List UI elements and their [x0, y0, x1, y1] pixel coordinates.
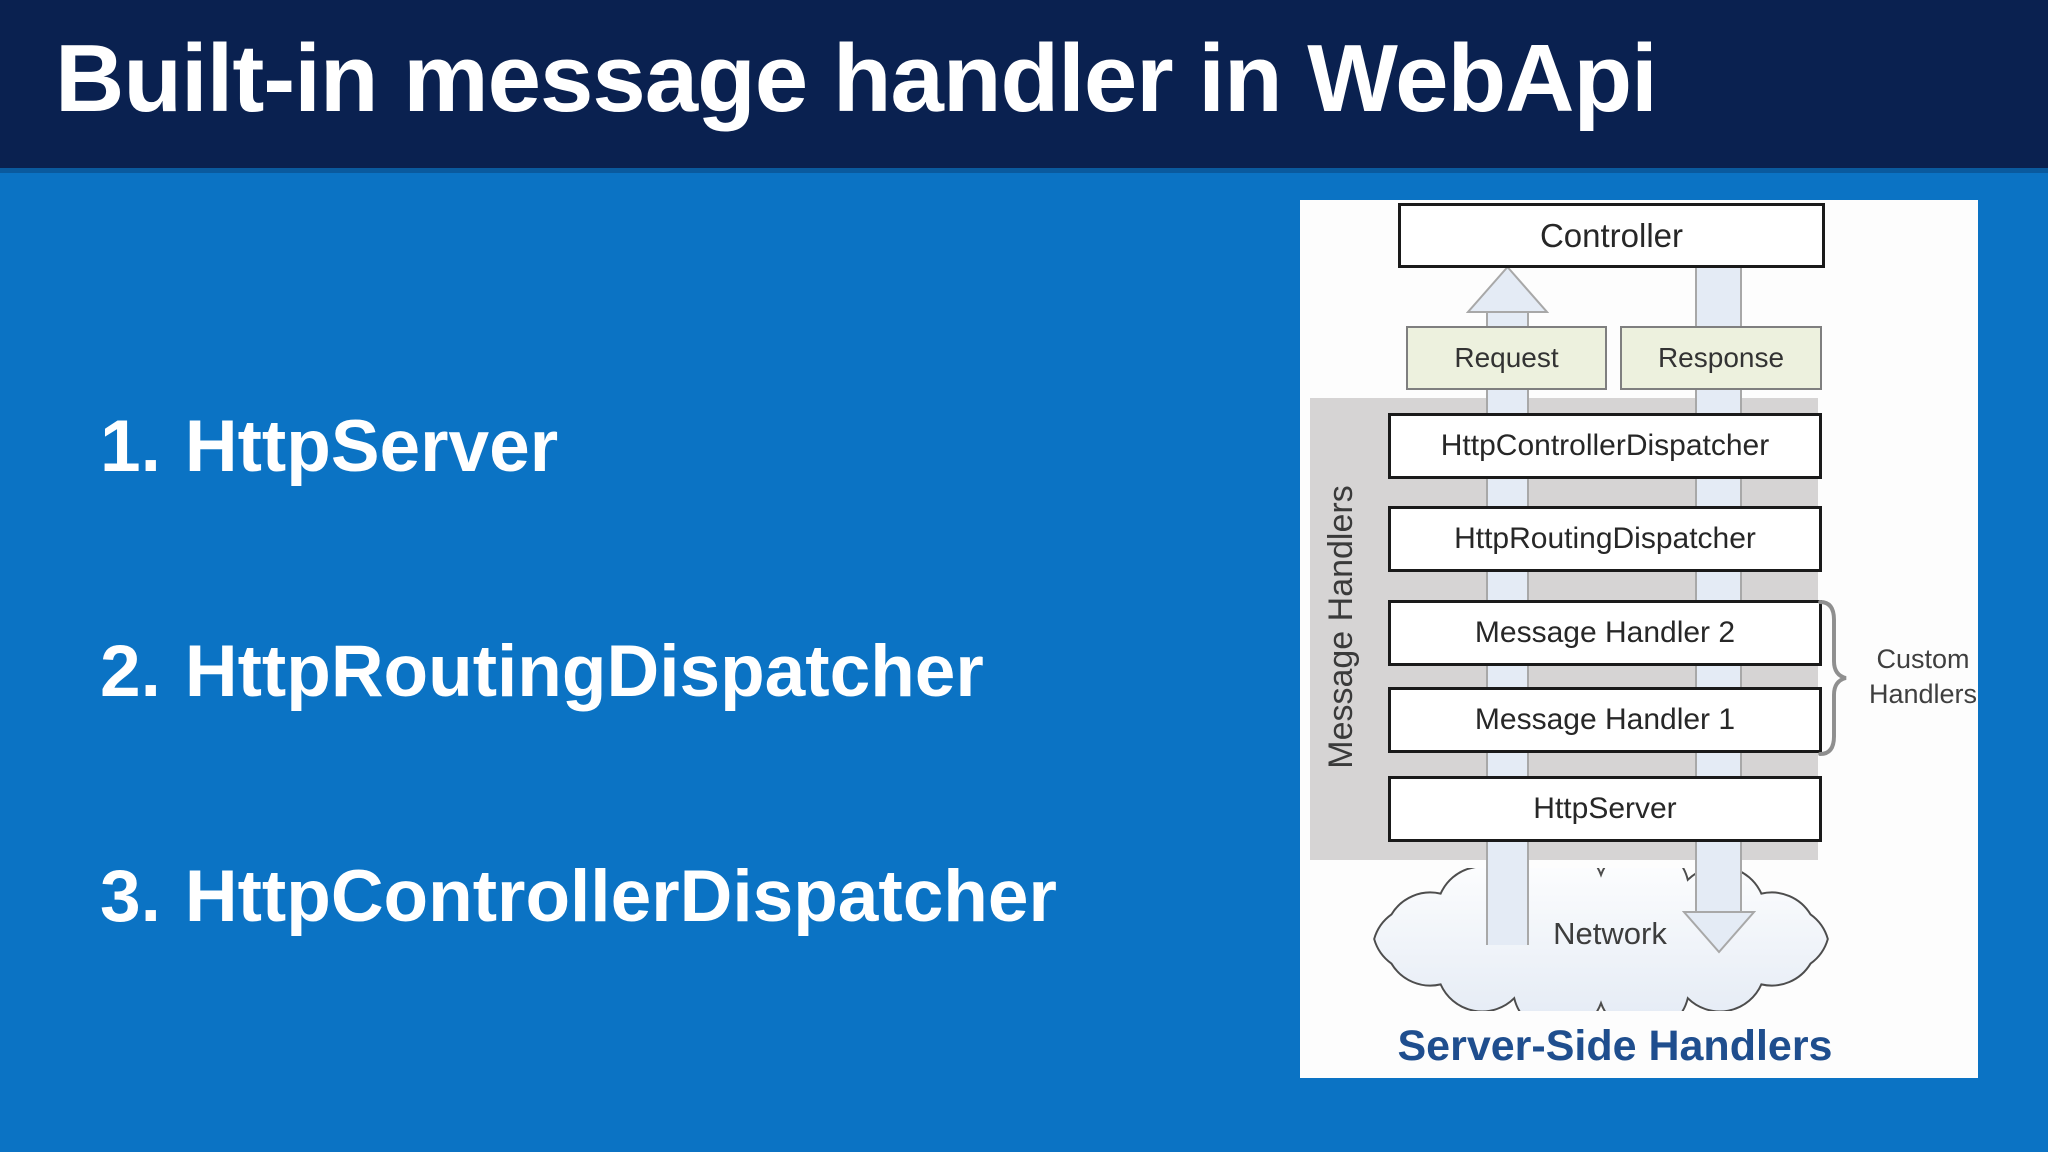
- diagram-caption: Server-Side Handlers: [1397, 1022, 1833, 1070]
- diagram-panel: Controller Request Response HttpControll…: [1300, 200, 1978, 1078]
- custom-handlers-brace-icon: [1818, 600, 1847, 756]
- slide-title: Built-in message handler in WebApi: [55, 25, 1658, 132]
- list-item: 3. HttpControllerDispatcher: [100, 855, 1057, 939]
- list-item-label: HttpRoutingDispatcher: [184, 631, 984, 712]
- list-item-label: HttpControllerDispatcher: [184, 856, 1057, 937]
- request-arrow-head-icon: [1466, 266, 1549, 313]
- request-label-box: Request: [1406, 326, 1607, 390]
- handler-box: Message Handler 1: [1388, 687, 1822, 753]
- list-item-label: HttpServer: [184, 406, 559, 487]
- handler-box-label: HttpRoutingDispatcher: [1454, 522, 1756, 555]
- list-item: 2. HttpRoutingDispatcher: [100, 630, 984, 714]
- custom-handlers-label: Custom Handlers: [1848, 642, 1998, 712]
- list-item-number: 1.: [100, 406, 161, 487]
- custom-handlers-line2: Handlers: [1868, 679, 1978, 710]
- handler-box: HttpServer: [1388, 776, 1822, 842]
- handler-box-label: Message Handler 2: [1474, 616, 1736, 649]
- controller-box: Controller: [1398, 203, 1825, 268]
- handler-box-label: HttpServer: [1533, 792, 1677, 825]
- request-label: Request: [1454, 342, 1559, 373]
- network-label: Network: [1553, 916, 1667, 951]
- response-arrow-head-icon: [1682, 911, 1756, 954]
- list-item-number: 3.: [100, 856, 161, 937]
- custom-handlers-line1: Custom: [1876, 644, 1970, 674]
- response-label: Response: [1657, 342, 1785, 373]
- handler-box-label: Message Handler 1: [1474, 703, 1736, 736]
- handler-box: HttpControllerDispatcher: [1388, 413, 1822, 479]
- handler-box: HttpRoutingDispatcher: [1388, 506, 1822, 572]
- controller-label: Controller: [1539, 216, 1684, 254]
- handler-box: Message Handler 2: [1388, 600, 1822, 666]
- response-label-box: Response: [1620, 326, 1822, 390]
- title-bar: Built-in message handler in WebApi: [0, 0, 2048, 173]
- list-item: 1. HttpServer: [100, 405, 558, 489]
- handler-box-label: HttpControllerDispatcher: [1440, 429, 1770, 462]
- list-item-number: 2.: [100, 631, 161, 712]
- message-handlers-label: Message Handlers: [1322, 485, 1360, 769]
